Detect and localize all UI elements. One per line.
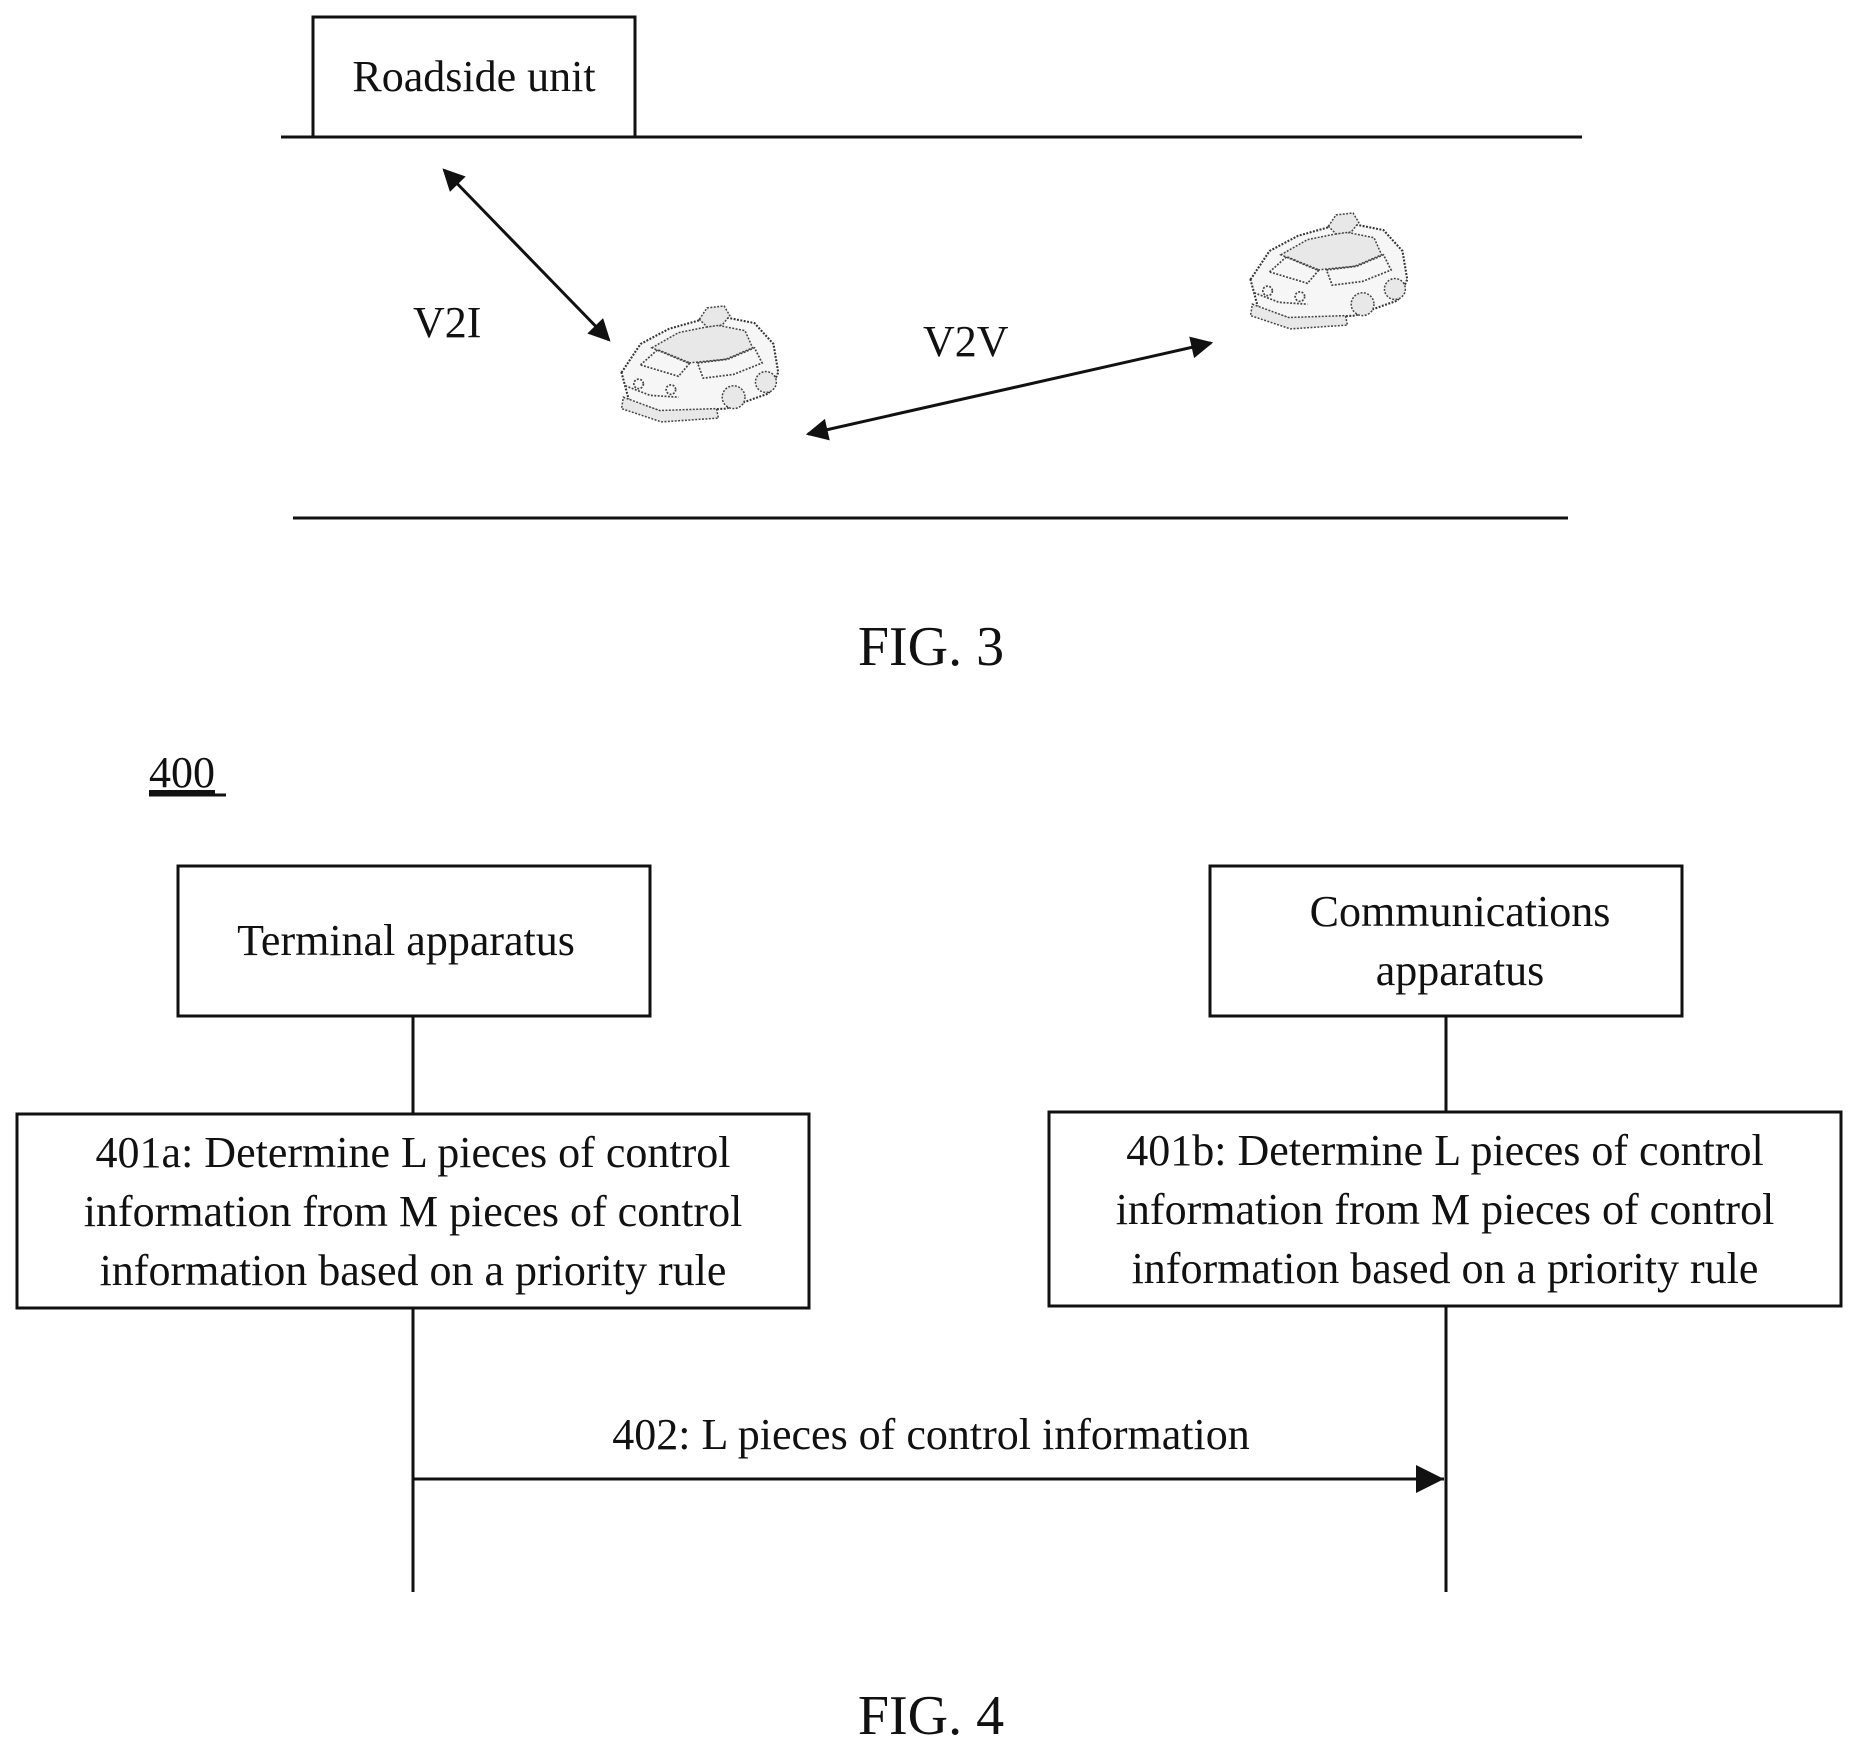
roadside-unit-label: Roadside unit [352,52,595,101]
reference-number: 400 [149,748,215,797]
v2i-label: V2I [413,298,481,347]
car-icon [1251,213,1408,329]
fig4-caption: FIG. 4 [858,1685,1004,1747]
message-402-label: 402: L pieces of control information [612,1410,1249,1459]
v2v-label: V2V [923,317,1009,366]
step-401b-line1: 401b: Determine L pieces of control [1126,1126,1763,1175]
v2v-arrow [808,343,1211,434]
step-401b-line2: information from M pieces of control [1116,1185,1775,1234]
communications-apparatus-label-line2: apparatus [1376,946,1545,995]
step-401a-line3: information based on a priority rule [100,1246,727,1295]
fig4-diagram: 400 Terminal apparatus Communications ap… [17,748,1841,1747]
fig3-diagram: Roadside unit V2I V2V FIG. 3 [281,17,1582,678]
communications-apparatus-label-line1: Communications [1310,887,1611,936]
terminal-apparatus-label: Terminal apparatus [237,916,575,965]
step-401a-line2: information from M pieces of control [84,1187,743,1236]
step-401a-line1: 401a: Determine L pieces of control [96,1128,731,1177]
step-401b-line3: information based on a priority rule [1132,1244,1759,1293]
car-icon [622,306,779,422]
fig3-caption: FIG. 3 [858,616,1004,678]
